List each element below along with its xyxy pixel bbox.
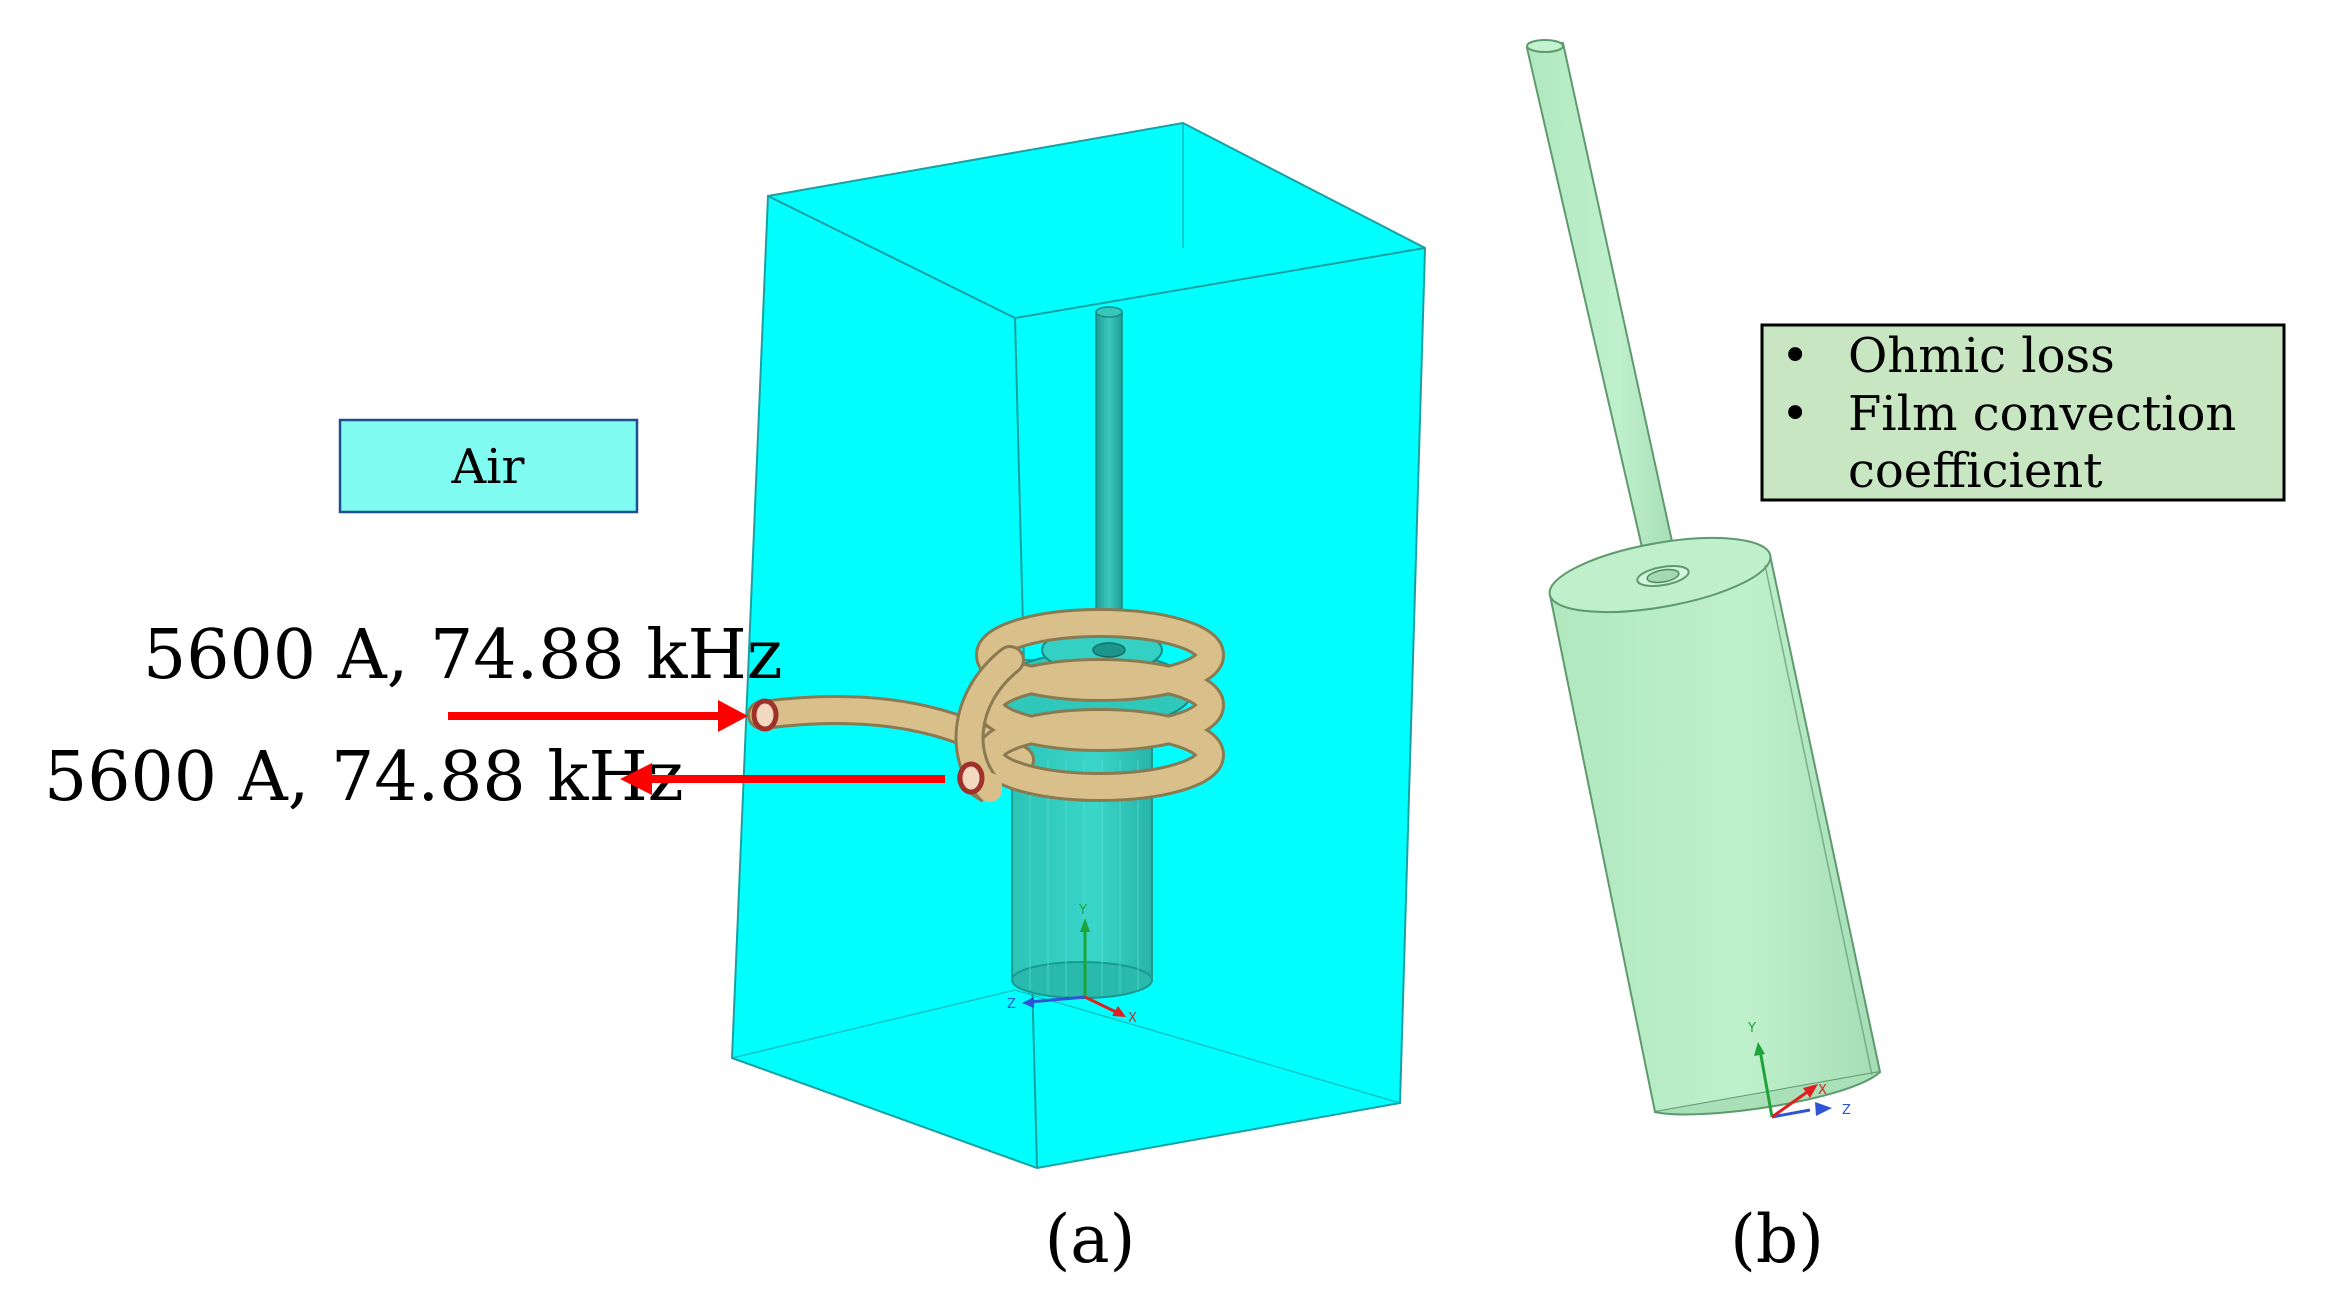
current-out-label: 5600 A, 74.88 kHz (44, 738, 684, 817)
panel-b: Y X Z • Ohmic loss • Film convection coe… (1525, 39, 2286, 1278)
bullet-film-convection: Film convection (1848, 386, 2236, 442)
axis-triad-icon: Y Z X (1007, 903, 1137, 1026)
axis-z-label: Z (1007, 997, 1016, 1012)
axis-y-label: Y (1747, 1021, 1756, 1036)
bullet-film-convection-cont: coefficient (1848, 443, 2102, 499)
current-in-label: 5600 A, 74.88 kHz (143, 616, 783, 695)
panel-a-caption: (a) (1045, 1201, 1136, 1278)
boundary-conditions-box: • Ohmic loss • Film convection coefficie… (1760, 323, 2286, 502)
workpiece-b-rod (1525, 39, 1682, 584)
air-label-box: Air (338, 418, 639, 514)
axis-triad-icon: Y X Z (1747, 1021, 1851, 1119)
workpiece-rod (1095, 306, 1123, 653)
coil-terminals (751, 698, 985, 795)
axis-z-label: Z (1842, 1103, 1851, 1118)
panel-a: Y Z X Air 5600 A, 74.88 kHz 5600 A, 74.8… (44, 121, 1427, 1278)
bullet-icon: • (1781, 328, 1809, 384)
panel-b-caption: (b) (1730, 1201, 1824, 1278)
workpiece-b-cylinder (1548, 536, 1882, 1116)
arrow-right-icon (448, 700, 748, 732)
axis-x-label: X (1128, 1011, 1137, 1026)
arrow-left-icon (620, 763, 945, 795)
bullet-icon: • (1781, 386, 1809, 442)
axis-x-label: X (1818, 1083, 1827, 1098)
bullet-ohmic-loss: Ohmic loss (1848, 328, 2115, 384)
air-label: Air (451, 439, 525, 495)
axis-y-label: Y (1078, 903, 1087, 918)
induction-coil (747, 608, 1225, 803)
